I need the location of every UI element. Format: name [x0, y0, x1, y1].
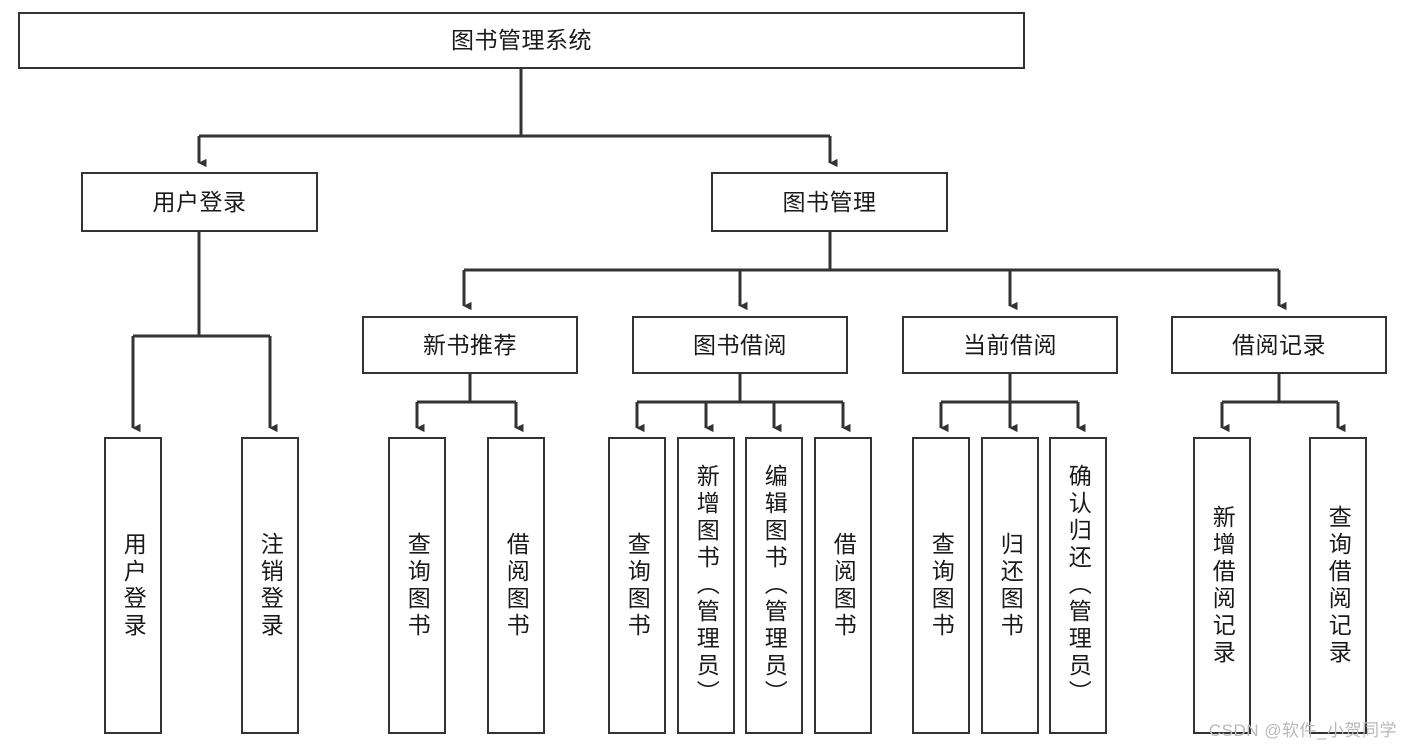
- node-borrow-record-label: 借阅记录: [1232, 331, 1326, 358]
- leaf-user-login-signin[interactable]: 用户登录: [104, 437, 162, 734]
- leaf-borrow-add-admin-label: 新增图书（管理员）: [693, 464, 720, 707]
- leaf-record-query[interactable]: 查询借阅记录: [1309, 437, 1367, 734]
- node-book-borrow-label: 图书借阅: [693, 331, 787, 358]
- leaf-new-book-query[interactable]: 查询图书: [388, 437, 446, 734]
- leaf-user-login-signout-label: 注销登录: [257, 531, 284, 640]
- leaf-current-query[interactable]: 查询图书: [912, 437, 970, 734]
- leaf-new-book-borrow-label: 借阅图书: [503, 531, 530, 640]
- leaf-user-login-signin-label: 用户登录: [120, 531, 147, 640]
- leaf-borrow-borrow-book-label: 借阅图书: [830, 531, 857, 640]
- node-book-management-label: 图书管理: [782, 188, 877, 215]
- node-new-book-recommend[interactable]: 新书推荐: [362, 316, 578, 374]
- leaf-borrow-add-admin[interactable]: 新增图书（管理员）: [677, 437, 735, 734]
- leaf-borrow-query-label: 查询图书: [624, 531, 651, 640]
- leaf-current-confirm-return-admin[interactable]: 确认归还（管理员）: [1049, 437, 1107, 734]
- node-root[interactable]: 图书管理系统: [18, 12, 1025, 69]
- leaf-current-confirm-return-admin-label: 确认归还（管理员）: [1065, 464, 1092, 707]
- leaf-current-return[interactable]: 归还图书: [981, 437, 1039, 734]
- node-root-label: 图书管理系统: [451, 27, 592, 54]
- node-new-book-recommend-label: 新书推荐: [423, 331, 517, 358]
- leaf-borrow-edit-admin-label: 编辑图书（管理员）: [761, 464, 788, 707]
- leaf-new-book-query-label: 查询图书: [404, 531, 431, 640]
- node-book-borrow[interactable]: 图书借阅: [632, 316, 848, 374]
- leaf-record-add[interactable]: 新增借阅记录: [1193, 437, 1251, 734]
- leaf-user-login-signout[interactable]: 注销登录: [241, 437, 299, 734]
- leaf-record-query-label: 查询借阅记录: [1325, 504, 1352, 667]
- node-current-borrow[interactable]: 当前借阅: [902, 316, 1118, 374]
- leaf-record-add-label: 新增借阅记录: [1209, 504, 1236, 667]
- leaf-borrow-edit-admin[interactable]: 编辑图书（管理员）: [745, 437, 803, 734]
- csdn-watermark: CSDN @软件_小贺同学: [1208, 721, 1397, 740]
- leaf-borrow-borrow-book[interactable]: 借阅图书: [814, 437, 872, 734]
- leaf-current-return-label: 归还图书: [997, 531, 1024, 640]
- leaf-borrow-query[interactable]: 查询图书: [608, 437, 666, 734]
- leaf-new-book-borrow[interactable]: 借阅图书: [487, 437, 545, 734]
- node-current-borrow-label: 当前借阅: [963, 331, 1057, 358]
- leaf-current-query-label: 查询图书: [928, 531, 955, 640]
- node-borrow-record[interactable]: 借阅记录: [1171, 316, 1387, 374]
- node-book-management[interactable]: 图书管理: [711, 172, 948, 232]
- node-user-login[interactable]: 用户登录: [81, 172, 318, 232]
- node-user-login-label: 用户登录: [152, 188, 247, 215]
